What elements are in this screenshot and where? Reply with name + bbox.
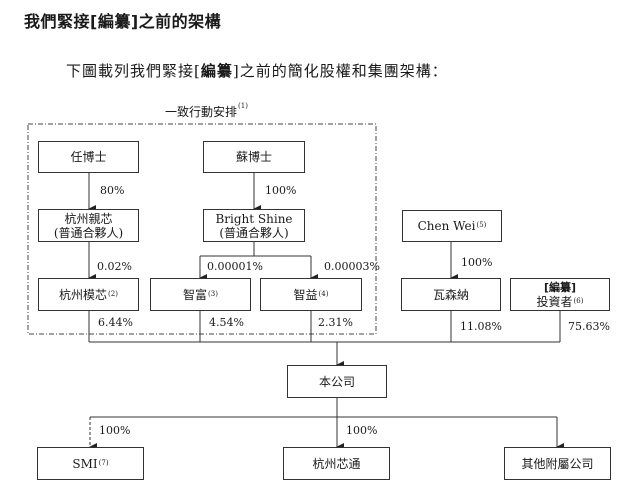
entity-investors: [編纂] 投資者(6): [510, 278, 610, 311]
entity-note: (3): [208, 289, 218, 298]
entity-note: (2): [108, 289, 118, 298]
entity-note: (5): [476, 221, 487, 229]
entity-note: (6): [573, 296, 584, 305]
entity-hz-xintong: 杭州芯通: [283, 447, 390, 480]
pct-investors-company: 75.63%: [568, 320, 610, 333]
entity-note: (4): [318, 289, 329, 298]
concert-party-label: 一致行動安排(1): [165, 102, 248, 120]
heading-suffix: ]之前的架構: [130, 12, 222, 31]
entity-name: 任博士: [70, 150, 107, 164]
pct-su-brightshine: 100%: [265, 184, 297, 197]
section-heading: 我們緊接[編纂]之前的架構: [24, 8, 221, 32]
entity-name: 瓦森納: [432, 287, 469, 302]
entity-name: 其他附屬公司: [521, 456, 594, 471]
entity-hz-moxin: 杭州模芯(2): [38, 278, 139, 311]
entity-name: 投資者: [536, 294, 573, 309]
entity-zhiyi: 智益(4): [260, 278, 362, 311]
pct-brightshine-zhiyi: 0.00003%: [324, 260, 380, 273]
pct-company-smi: 100%: [99, 424, 131, 437]
pct-ren-qinxin: 80%: [100, 184, 125, 197]
entity-name: 杭州親芯: [64, 211, 113, 226]
entity-redacted: [編纂]: [543, 280, 577, 294]
entity-role: (普通合夥人): [53, 225, 124, 240]
entity-company: 本公司: [287, 365, 387, 398]
concert-party-text: 一致行動安排: [165, 105, 238, 119]
entity-note: (7): [98, 458, 109, 467]
concert-party-boundary: [27, 123, 377, 335]
pct-wassenaar-company: 11.08%: [460, 320, 502, 333]
heading-prefix: 我們緊接[: [24, 12, 98, 31]
entity-dr-ren: 任博士: [38, 141, 139, 173]
intro-redacted: 編纂: [200, 62, 233, 80]
entity-dr-su: 蘇博士: [203, 141, 305, 173]
entity-other-subsidiaries: 其他附屬公司: [504, 447, 611, 480]
entity-hz-qinxin: 杭州親芯 (普通合夥人): [38, 209, 139, 242]
entity-zhifu: 智富(3): [150, 278, 251, 311]
pct-moxin-company: 6.44%: [98, 316, 133, 329]
entity-name: Chen Wei: [417, 219, 476, 233]
entity-name: SMI: [72, 456, 98, 471]
entity-smi: SMI(7): [37, 447, 144, 480]
pct-zhiyi-company: 2.31%: [318, 316, 353, 329]
entity-name: 智益: [293, 287, 318, 302]
intro-prefix: 下圖載列我們緊接[: [66, 62, 201, 80]
entity-bright-shine: Bright Shine (普通合夥人): [203, 209, 305, 242]
intro-suffix: ]之前的簡化股權和集團架構：: [232, 62, 448, 80]
pct-chenwei-wassenaar: 100%: [461, 256, 493, 269]
entity-wassenaar: 瓦森納: [401, 278, 501, 311]
entity-name: 杭州芯通: [312, 456, 361, 471]
entity-name: 蘇博士: [235, 150, 272, 164]
entity-name: 智富: [183, 287, 208, 302]
concert-party-note: (1): [238, 102, 248, 110]
entity-name: Bright Shine: [215, 211, 293, 226]
pct-brightshine-zhifu: 0.00001%: [207, 260, 263, 273]
entity-name: 杭州模芯: [59, 287, 108, 302]
entity-name: 本公司: [318, 374, 355, 389]
heading-redacted: 編纂: [97, 12, 131, 31]
pct-zhifu-company: 4.54%: [209, 316, 244, 329]
intro-paragraph: 下圖載列我們緊接[編纂]之前的簡化股權和集團架構：: [66, 60, 448, 81]
entity-role: (普通合夥人): [219, 225, 289, 240]
entity-chen-wei: Chen Wei(5): [402, 210, 502, 242]
pct-qinxin-moxin: 0.02%: [97, 260, 132, 273]
pct-company-xintong: 100%: [346, 424, 378, 437]
